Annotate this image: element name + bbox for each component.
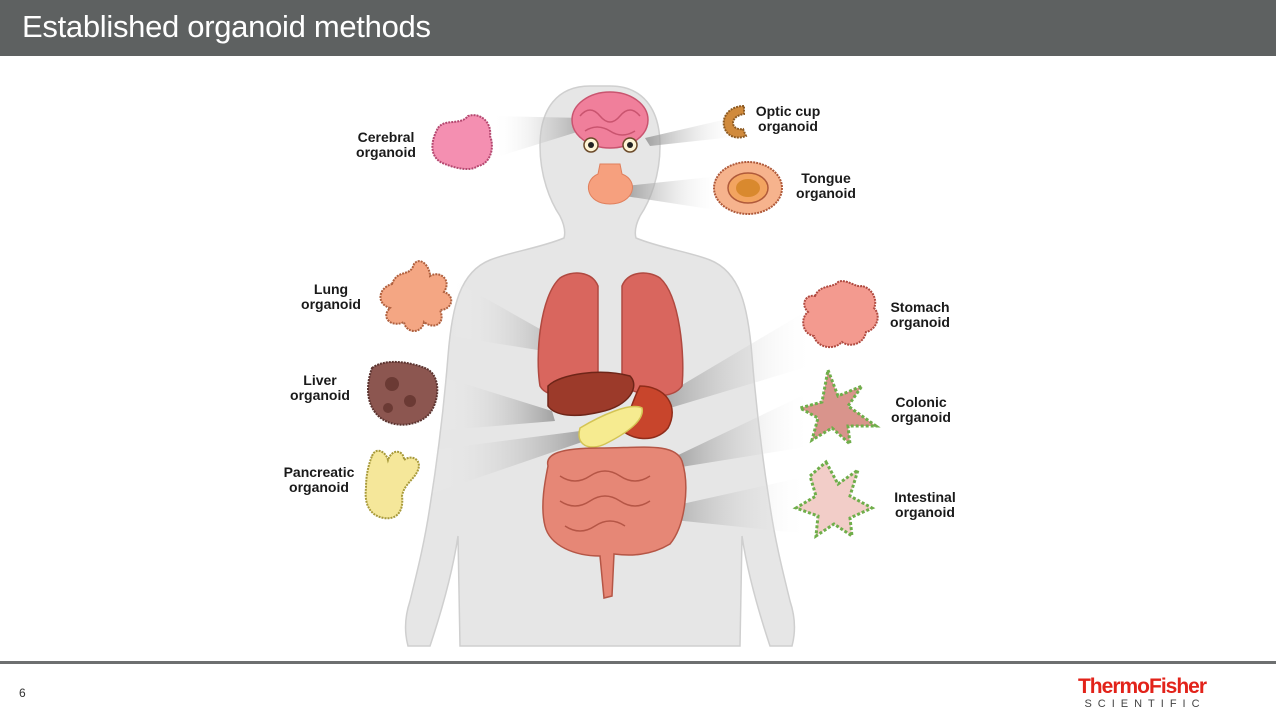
beam-pancreatic (425, 431, 585, 496)
beam-liver (435, 376, 555, 431)
beam-cerebral (492, 116, 590, 156)
tongue-organoid-icon (713, 161, 783, 215)
title-bar: Established organoid methods (0, 0, 1276, 56)
lung-organoid-icon (379, 260, 453, 332)
label-pancreatic-text: Pancreatic organoid (283, 464, 355, 495)
label-lung-organoid: Lung organoid (276, 282, 386, 312)
label-colonic-text: Colonic organoid (891, 394, 951, 425)
footer-divider (0, 661, 1276, 664)
beam-intestinal (655, 476, 808, 534)
brand-logo: ThermoFisher SCIENTIFIC (1072, 675, 1212, 711)
label-lung-text: Lung organoid (301, 281, 361, 312)
label-colonic-organoid: Colonic organoid (866, 395, 976, 425)
label-cerebral-text: Cerebral organoid (356, 129, 416, 160)
cerebral-organoid-icon (431, 114, 493, 171)
intestinal-organoid-icon (792, 459, 876, 540)
pancreatic-organoid-icon (364, 449, 420, 520)
beam-colonic (672, 391, 812, 468)
brain-icon (571, 91, 649, 149)
label-liver-organoid: Liver organoid (265, 373, 375, 403)
organoid-diagram: Cerebral organoid Optic cup organoid Ton… (0, 56, 1280, 660)
label-pancreatic-organoid: Pancreatic organoid (264, 465, 374, 495)
slide-title: Established organoid methods (22, 9, 431, 44)
beam-stomach (655, 306, 815, 411)
liver-organoid-icon (367, 361, 439, 426)
label-tongue-text: Tongue organoid (796, 170, 856, 201)
connector-beams (425, 116, 815, 534)
label-intestinal-organoid: Intestinal organoid (870, 490, 980, 520)
intestines-icon (542, 446, 687, 599)
label-tongue-organoid: Tongue organoid (771, 171, 881, 201)
body-diagram-svg (364, 85, 881, 647)
pancreas-icon (578, 405, 643, 448)
label-cerebral-organoid: Cerebral organoid (331, 130, 441, 160)
beam-tongue (625, 176, 722, 211)
label-stomach-text: Stomach organoid (890, 299, 950, 330)
eyes-icon (583, 137, 638, 153)
brand-name: ThermoFisher (1077, 675, 1207, 698)
label-stomach-organoid: Stomach organoid (865, 300, 975, 330)
label-liver-text: Liver organoid (290, 372, 350, 403)
brand-subtitle: SCIENTIFIC (1084, 698, 1206, 710)
optic-cup-organoid-icon (722, 104, 748, 139)
label-intestinal-text: Intestinal organoid (894, 489, 956, 520)
beam-optic-cup (645, 116, 742, 146)
page-number: 6 (19, 686, 26, 700)
tongue-icon (588, 163, 633, 205)
label-optic-cup-organoid: Optic cup organoid (733, 104, 843, 134)
stomach-organoid-icon (802, 280, 879, 349)
label-optic-cup-text: Optic cup organoid (755, 103, 821, 134)
colonic-organoid-icon (796, 364, 881, 448)
liver-icon (547, 371, 635, 417)
